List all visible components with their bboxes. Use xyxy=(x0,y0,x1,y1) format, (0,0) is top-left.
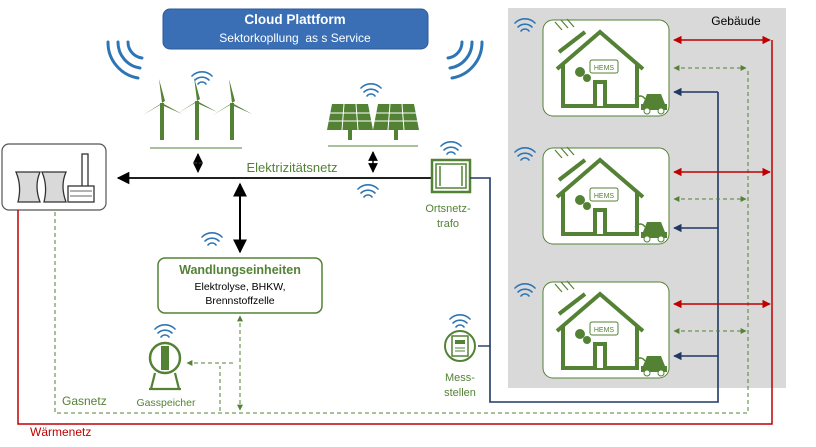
conversion-title: Wandlungseinheiten xyxy=(179,263,301,277)
hems-gear-icon xyxy=(575,67,591,82)
smart-meter-icon xyxy=(444,330,476,362)
gas-network-label: Gasnetz xyxy=(62,394,107,408)
cloud-platform: Cloud Plattform Sektorkopllung as s Serv… xyxy=(162,8,429,50)
wifi-icon xyxy=(514,18,536,32)
heat-network-line xyxy=(17,40,773,425)
conversion-line-2: Brennstoffzelle xyxy=(205,295,274,307)
house-2-connections xyxy=(673,167,771,233)
transformer-icon xyxy=(430,158,472,194)
wifi-icon xyxy=(154,324,176,338)
power-plant-icon xyxy=(1,143,107,211)
electric-car-icon xyxy=(641,222,667,243)
wifi-icon xyxy=(201,232,223,246)
grid-label: Elektrizitätsnetz xyxy=(246,160,337,175)
wifi-icon xyxy=(357,184,379,198)
building-area-label: Gebäude xyxy=(711,14,761,28)
house-card-1: HEMS xyxy=(542,18,670,117)
wifi-icon xyxy=(191,71,213,85)
wifi-icon xyxy=(514,147,536,161)
house-1-connections xyxy=(673,35,771,97)
hems-label: HEMS xyxy=(594,193,615,200)
gas-storage-label: Gasspeicher xyxy=(137,397,196,409)
hems-label: HEMS xyxy=(594,65,615,72)
house-card-2: HEMS xyxy=(542,146,670,245)
conversion-units-box: Wandlungseinheiten Elektrolyse, BHKW, Br… xyxy=(157,257,323,314)
wifi-icon xyxy=(514,283,536,297)
solar-panel-icon xyxy=(327,103,419,140)
house-3-connections xyxy=(673,299,771,361)
wind-turbine-icon xyxy=(143,77,252,140)
wifi-icon xyxy=(440,141,462,155)
metering-label-1: Mess- xyxy=(445,372,475,384)
hems-label: HEMS xyxy=(594,327,615,334)
cloud-title: Cloud Plattform xyxy=(244,12,345,27)
low-voltage-line xyxy=(470,92,719,403)
wifi-icon xyxy=(360,83,382,97)
cloud-subtitle: Sektorkopllung as s Service xyxy=(219,31,371,45)
wifi-icon xyxy=(446,40,484,80)
house-card-3: HEMS xyxy=(542,280,670,379)
hems-gear-icon xyxy=(575,195,591,210)
gas-storage-icon xyxy=(148,341,182,391)
hems-gear-icon xyxy=(575,329,591,344)
gas-network-line xyxy=(54,68,749,414)
electric-car-icon xyxy=(641,356,667,377)
electric-car-icon xyxy=(641,94,667,115)
transformer-label-2: trafo xyxy=(437,218,459,230)
wifi-icon xyxy=(449,314,471,328)
conversion-line-1: Elektrolyse, BHKW, xyxy=(194,281,285,293)
heat-network-label: Wärmenetz xyxy=(30,425,91,439)
transformer-label-1: Ortsnetz- xyxy=(425,203,471,215)
wifi-icon xyxy=(106,40,144,80)
metering-label-2: stellen xyxy=(444,387,476,399)
